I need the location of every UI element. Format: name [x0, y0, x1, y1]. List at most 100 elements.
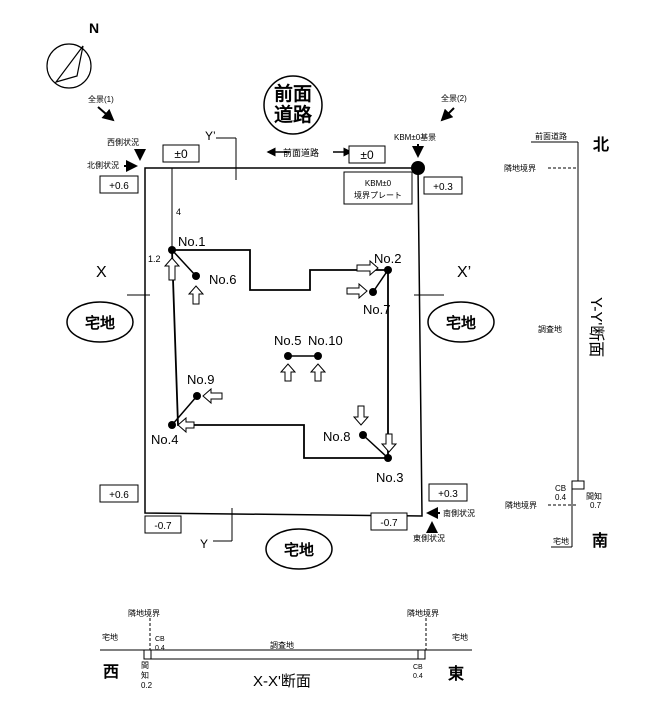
xx-east: 東: [448, 664, 464, 683]
yy-takuchi: 宅地: [553, 536, 569, 546]
photo-arrow-right-icon: [356, 259, 379, 277]
point-label-6: No.6: [209, 272, 236, 287]
dim-1-2: 1.2: [148, 254, 161, 264]
point-dot-6: [192, 272, 200, 280]
branch-3-8: [362, 434, 389, 459]
yy-front-road: 前面道路: [535, 131, 567, 141]
xx-kan-val: 0.2: [141, 681, 153, 690]
photo-direction-arrows: [163, 257, 398, 453]
front-road-text-1: 前面: [274, 82, 312, 105]
west-status-label: 西側状況: [107, 137, 139, 147]
photo-arrow-up-icon: [309, 363, 327, 382]
front-road-bubble: 前面 道路: [263, 75, 323, 135]
point-dot-4: [168, 421, 176, 429]
point-label-4: No.4: [151, 432, 178, 447]
photo-arrow-left-icon: [177, 416, 195, 434]
xx-boundary-left: 隣地境界: [128, 608, 160, 618]
branch-2-7: [372, 269, 389, 293]
survey-route: [171, 249, 389, 459]
north-status-label: 北側状況: [87, 160, 119, 170]
yy-south: 南: [592, 531, 608, 550]
point-dot-8: [359, 431, 367, 439]
point-dot-7: [369, 288, 377, 296]
point-label-9: No.9: [187, 372, 214, 387]
svg-text:宅地: 宅地: [85, 314, 115, 332]
level-sw-bottom: -0.7: [154, 521, 172, 532]
front-road-line-label: 前面道路: [283, 147, 319, 158]
section-y-label: Y: [200, 537, 208, 551]
photo-arrow-right-icon: [346, 282, 368, 300]
level-nw-top: ±0: [174, 147, 188, 161]
yy-cb: CB: [555, 484, 566, 493]
north-label: N: [89, 20, 99, 36]
view2-arrow-icon: [440, 107, 455, 122]
xx-kan-2: 知: [141, 670, 149, 680]
svg-text:宅地: 宅地: [446, 314, 476, 332]
xx-boundary-right: 隣地境界: [407, 608, 439, 618]
kbm-ref-label: KBM±0基景: [394, 132, 436, 142]
xx-kan-1: 間: [141, 661, 149, 670]
view1-arrow-icon: [97, 106, 115, 122]
dim-4: 4: [176, 207, 181, 217]
xx-cb-right: CB: [413, 664, 423, 671]
yy-cb-val: 0.4: [555, 493, 567, 502]
section-yp-label: Y’: [205, 129, 216, 143]
photo-arrow-up-icon: [163, 257, 181, 281]
branch-1-6: [171, 249, 197, 277]
svg-text:宅地: 宅地: [284, 541, 314, 559]
section-lines: X X’ Y’ Y: [96, 129, 471, 551]
compass-circle: [46, 43, 92, 89]
level-nw: +0.6: [109, 181, 129, 192]
neighbor-east: 宅地: [427, 301, 495, 343]
neighbor-west: 宅地: [66, 301, 134, 343]
point-dot-3: [384, 454, 392, 462]
point-dot-2: [384, 266, 392, 274]
site-boundary: [144, 167, 423, 517]
xx-takuchi-left: 宅地: [102, 632, 118, 642]
xx-title: X-X'断面: [253, 673, 311, 690]
point-label-2: No.2: [374, 251, 401, 266]
point-dot-1: [168, 246, 176, 254]
xx-takuchi-right: 宅地: [452, 632, 468, 642]
south-status-label: 南側状況: [443, 508, 475, 518]
photo-arrow-up-icon: [187, 285, 205, 305]
view1-label: 全景(1): [88, 94, 114, 104]
kbm-plate-box: [343, 171, 413, 205]
point-dot-10: [314, 352, 322, 360]
section-x-label: X: [96, 264, 107, 281]
level-se-bottom: -0.7: [380, 518, 398, 529]
xx-west: 西: [103, 663, 119, 681]
xx-cb-right-val: 0.4: [413, 673, 423, 680]
xx-cb-left: CB: [155, 636, 165, 643]
yy-site: 調査地: [538, 324, 562, 334]
xx-cb-left-val: 0.4: [155, 645, 165, 652]
point-label-3: No.3: [376, 470, 403, 485]
yy-kan: 間知: [586, 491, 602, 501]
level-se: +0.3: [438, 489, 458, 500]
point-label-5: No.5: [274, 333, 301, 348]
point-label-1: No.1: [178, 234, 205, 249]
compass-needle-icon: [54, 45, 84, 84]
kbm-plate-label-1: KBM±0: [365, 179, 392, 188]
east-status-label: 東側状況: [413, 533, 445, 543]
section-xp-label: X’: [457, 264, 471, 281]
point-dot-5: [284, 352, 292, 360]
point-label-10: No.10: [308, 333, 343, 348]
branch-4-9: [171, 395, 198, 426]
photo-arrow-down-icon: [380, 433, 398, 453]
yy-title: Y-Y'断面: [587, 297, 605, 357]
photo-arrow-left-icon: [202, 387, 223, 405]
kbm-plate-label-2: 境界プレート: [354, 190, 402, 200]
survey-points: [168, 246, 392, 462]
point-label-8: No.8: [323, 429, 350, 444]
xx-site: 調査地: [270, 640, 294, 650]
yy-kan-val: 0.7: [590, 501, 602, 510]
neighbor-south: 宅地: [265, 528, 333, 570]
front-road-text-2: 道路: [274, 103, 313, 126]
point-label-7: No.7: [363, 302, 390, 317]
point-dot-9: [193, 392, 201, 400]
level-sw: +0.6: [109, 490, 129, 501]
level-ne-top: ±0: [360, 148, 374, 162]
north-compass: N: [46, 20, 99, 89]
